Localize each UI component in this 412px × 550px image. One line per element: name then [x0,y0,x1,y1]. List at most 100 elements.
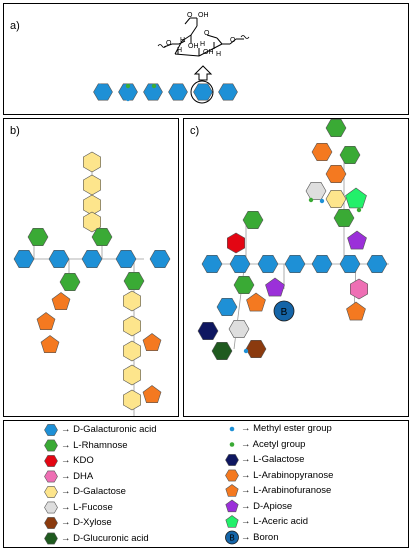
legend-label: → L-Arabinofuranose [241,485,332,496]
legend-label: → DHA [61,470,94,482]
panel-a-drawing: O OH O O O H H OH H OH H [93,12,250,104]
dha-hexagon [350,278,368,300]
panel-c-drawing: B [197,119,389,360]
galacturonic-acid-hexagon [284,255,306,273]
legend-symbols: B [44,424,239,545]
arabinofuranose-pentagon [346,301,366,321]
galacturonic-acid-hexagon [193,83,213,101]
legend-label: → Methyl ester group [241,423,332,434]
structure-h3: H [200,41,205,48]
structure-o-carbonyl: O [187,12,193,19]
acetyl-dot [151,83,157,89]
galacturonic-acid-hexagon [218,83,238,101]
arabinofuranose-pentagon [51,292,71,310]
arabinofuranose-pentagon [142,333,162,351]
galacturonic-acid-hexagon [366,255,388,273]
fucose-hexagon [305,181,327,200]
rhamnose-hexagon [91,228,113,246]
panel-a-label: a) [10,20,20,32]
kdo-hexagon [226,232,246,254]
kdo-legend-hexagon [44,455,58,467]
galacturonic-acid-hexagon [118,83,138,101]
l-galactose-hexagon [197,322,219,340]
legend-label: → L-Galactose [241,454,305,465]
d-glucuronic-acid-legend-hexagon [44,532,58,545]
boron-legend-letter: B [229,534,234,543]
l-aceric-acid-legend-pentagon [225,515,239,528]
structure-o-left: O [166,40,172,47]
galactose-hexagon [123,340,141,362]
l-arabinofuranose-legend-pentagon [225,484,239,497]
fucose-hexagon [228,320,250,338]
legend-label: → KDO [61,455,94,466]
galacturonic-acid-hexagon [216,298,238,316]
l-galactose-legend-hexagon [225,454,239,466]
structure-oh-acid: OH [198,12,209,19]
panel-a: a) O O [3,3,409,115]
galacturonic-acid-hexagon [168,83,188,101]
arabinofuranose-pentagon [142,385,162,404]
galacturonic-acid-hexagon [311,255,333,273]
galactose-hexagon [123,315,141,337]
acetyl-dot [356,207,362,213]
structure-h1: H [180,37,185,44]
rhamnose-hexagon [27,228,49,246]
legend-label: → Boron [241,531,279,543]
arabinofuranose-pentagon [246,292,266,312]
legend-label: → L-Aceric acid [241,516,309,527]
glucuronic-acid-hexagon [211,342,233,360]
zoom-circle [190,80,214,104]
galactose-hexagon [83,151,101,173]
rhamnose-hexagon [242,211,264,229]
boron-legend-circle [225,530,239,545]
galacturonic-acid-hexagon [149,250,171,268]
apiose-pentagon [265,277,285,297]
legend-label: → D-Galactose [61,486,126,497]
d-galacturonic-acid-legend-hexagon [44,424,58,436]
galacturonic-acid-hexagon [143,83,163,101]
legend-label: → L-Rhamnose [61,439,128,451]
galacturonic-acid-hexagon [81,250,103,268]
boron-circle [273,300,295,322]
panel-b: b) [3,118,179,417]
methyl-ester-dot [243,348,249,354]
rhamnose-hexagon [123,272,145,290]
galactose-hexagon [123,389,141,411]
xylose-hexagon [245,340,267,358]
galacturonic-acid-hexagon [48,250,70,268]
legend-label: → L-Arabinopyranose [241,469,334,481]
galacturonic-structure [163,17,244,57]
panel-b-label: b) [10,125,20,137]
structure-oh1: OH [188,43,199,50]
legend-label: → L-Fucose [61,501,113,513]
arabinofuranose-pentagon [36,312,56,330]
galactose-hexagon [83,174,101,196]
acetyl-group-legend-dot [229,442,235,447]
galactose-hexagon [123,290,141,312]
galactose-hexagon [83,211,101,233]
apiose-pentagon [347,230,367,250]
l-rhamnose-legend-hexagon [44,439,58,452]
galactose-hexagon [325,190,347,208]
acetyl-dot [308,197,314,203]
rhamnose-hexagon [325,119,347,138]
methyl-ester-dot [97,83,103,89]
legend-label: → D-Apiose [241,500,293,512]
legend-label: → Acetyl group [241,438,306,450]
panel-c-label: c) [190,125,200,137]
methyl-ester-dot [319,198,325,204]
structure-o-ring: O [204,30,210,37]
panel-b-drawing [13,151,171,416]
galacturonic-acid-hexagon [339,255,361,273]
legend-label: → D-Glucuronic acid [61,532,149,544]
galacturonic-acid-hexagon [93,83,113,101]
arabinofuranose-pentagon [40,335,60,353]
boron-letter: B [281,307,288,318]
d-apiose-legend-pentagon [225,499,239,513]
galacturonic-acid-hexagon [13,250,35,268]
rhamnose-hexagon [339,145,361,165]
galactose-hexagon [123,364,141,386]
rhamnose-hexagon [233,276,255,294]
legend-label: → D-Galacturonic acid [61,424,157,435]
methyl-ester-group-legend-dot [229,426,235,432]
